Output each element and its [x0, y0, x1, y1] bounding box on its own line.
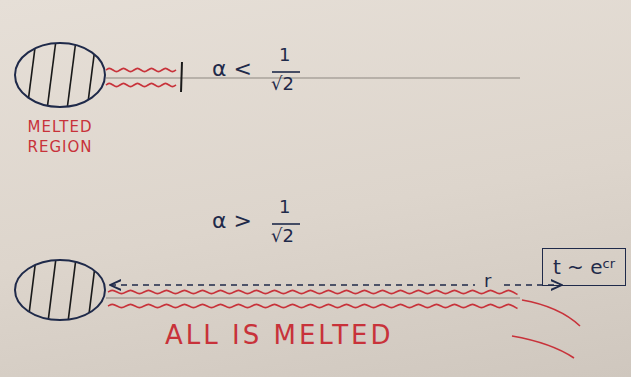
- front-line: [181, 62, 182, 92]
- region-ellipse: [14, 42, 106, 108]
- formula-exponent: cr: [603, 256, 616, 271]
- wave-tail: [512, 336, 574, 358]
- wave-line: [108, 290, 518, 294]
- wave-tail: [522, 300, 580, 326]
- condition-label: 1: [279, 198, 290, 216]
- region-ellipse: [15, 260, 105, 320]
- condition-label: 1: [279, 46, 290, 64]
- formula-text: t ~ e: [553, 255, 603, 279]
- formula-box: t ~ ecr: [542, 248, 626, 286]
- note-text: ALL IS MELTED: [165, 322, 394, 348]
- condition-label: α <: [212, 58, 252, 80]
- condition-label: √2: [271, 75, 294, 93]
- region-label: MELTED REGION: [10, 118, 110, 157]
- fraction-bar: [272, 71, 300, 73]
- condition-label: √2: [271, 227, 294, 245]
- axis-line: [106, 298, 520, 299]
- wave-line: [106, 68, 176, 71]
- hatching: [28, 258, 96, 322]
- distance-arrow: [110, 284, 475, 285]
- condition-label: α >: [212, 210, 252, 232]
- melted-region: MELTED REGION: [14, 42, 106, 108]
- axis-line: [106, 78, 520, 79]
- fraction-bar: [272, 223, 300, 225]
- distance-label: r: [482, 272, 493, 290]
- wave-line: [108, 304, 518, 308]
- wave-line: [106, 83, 176, 86]
